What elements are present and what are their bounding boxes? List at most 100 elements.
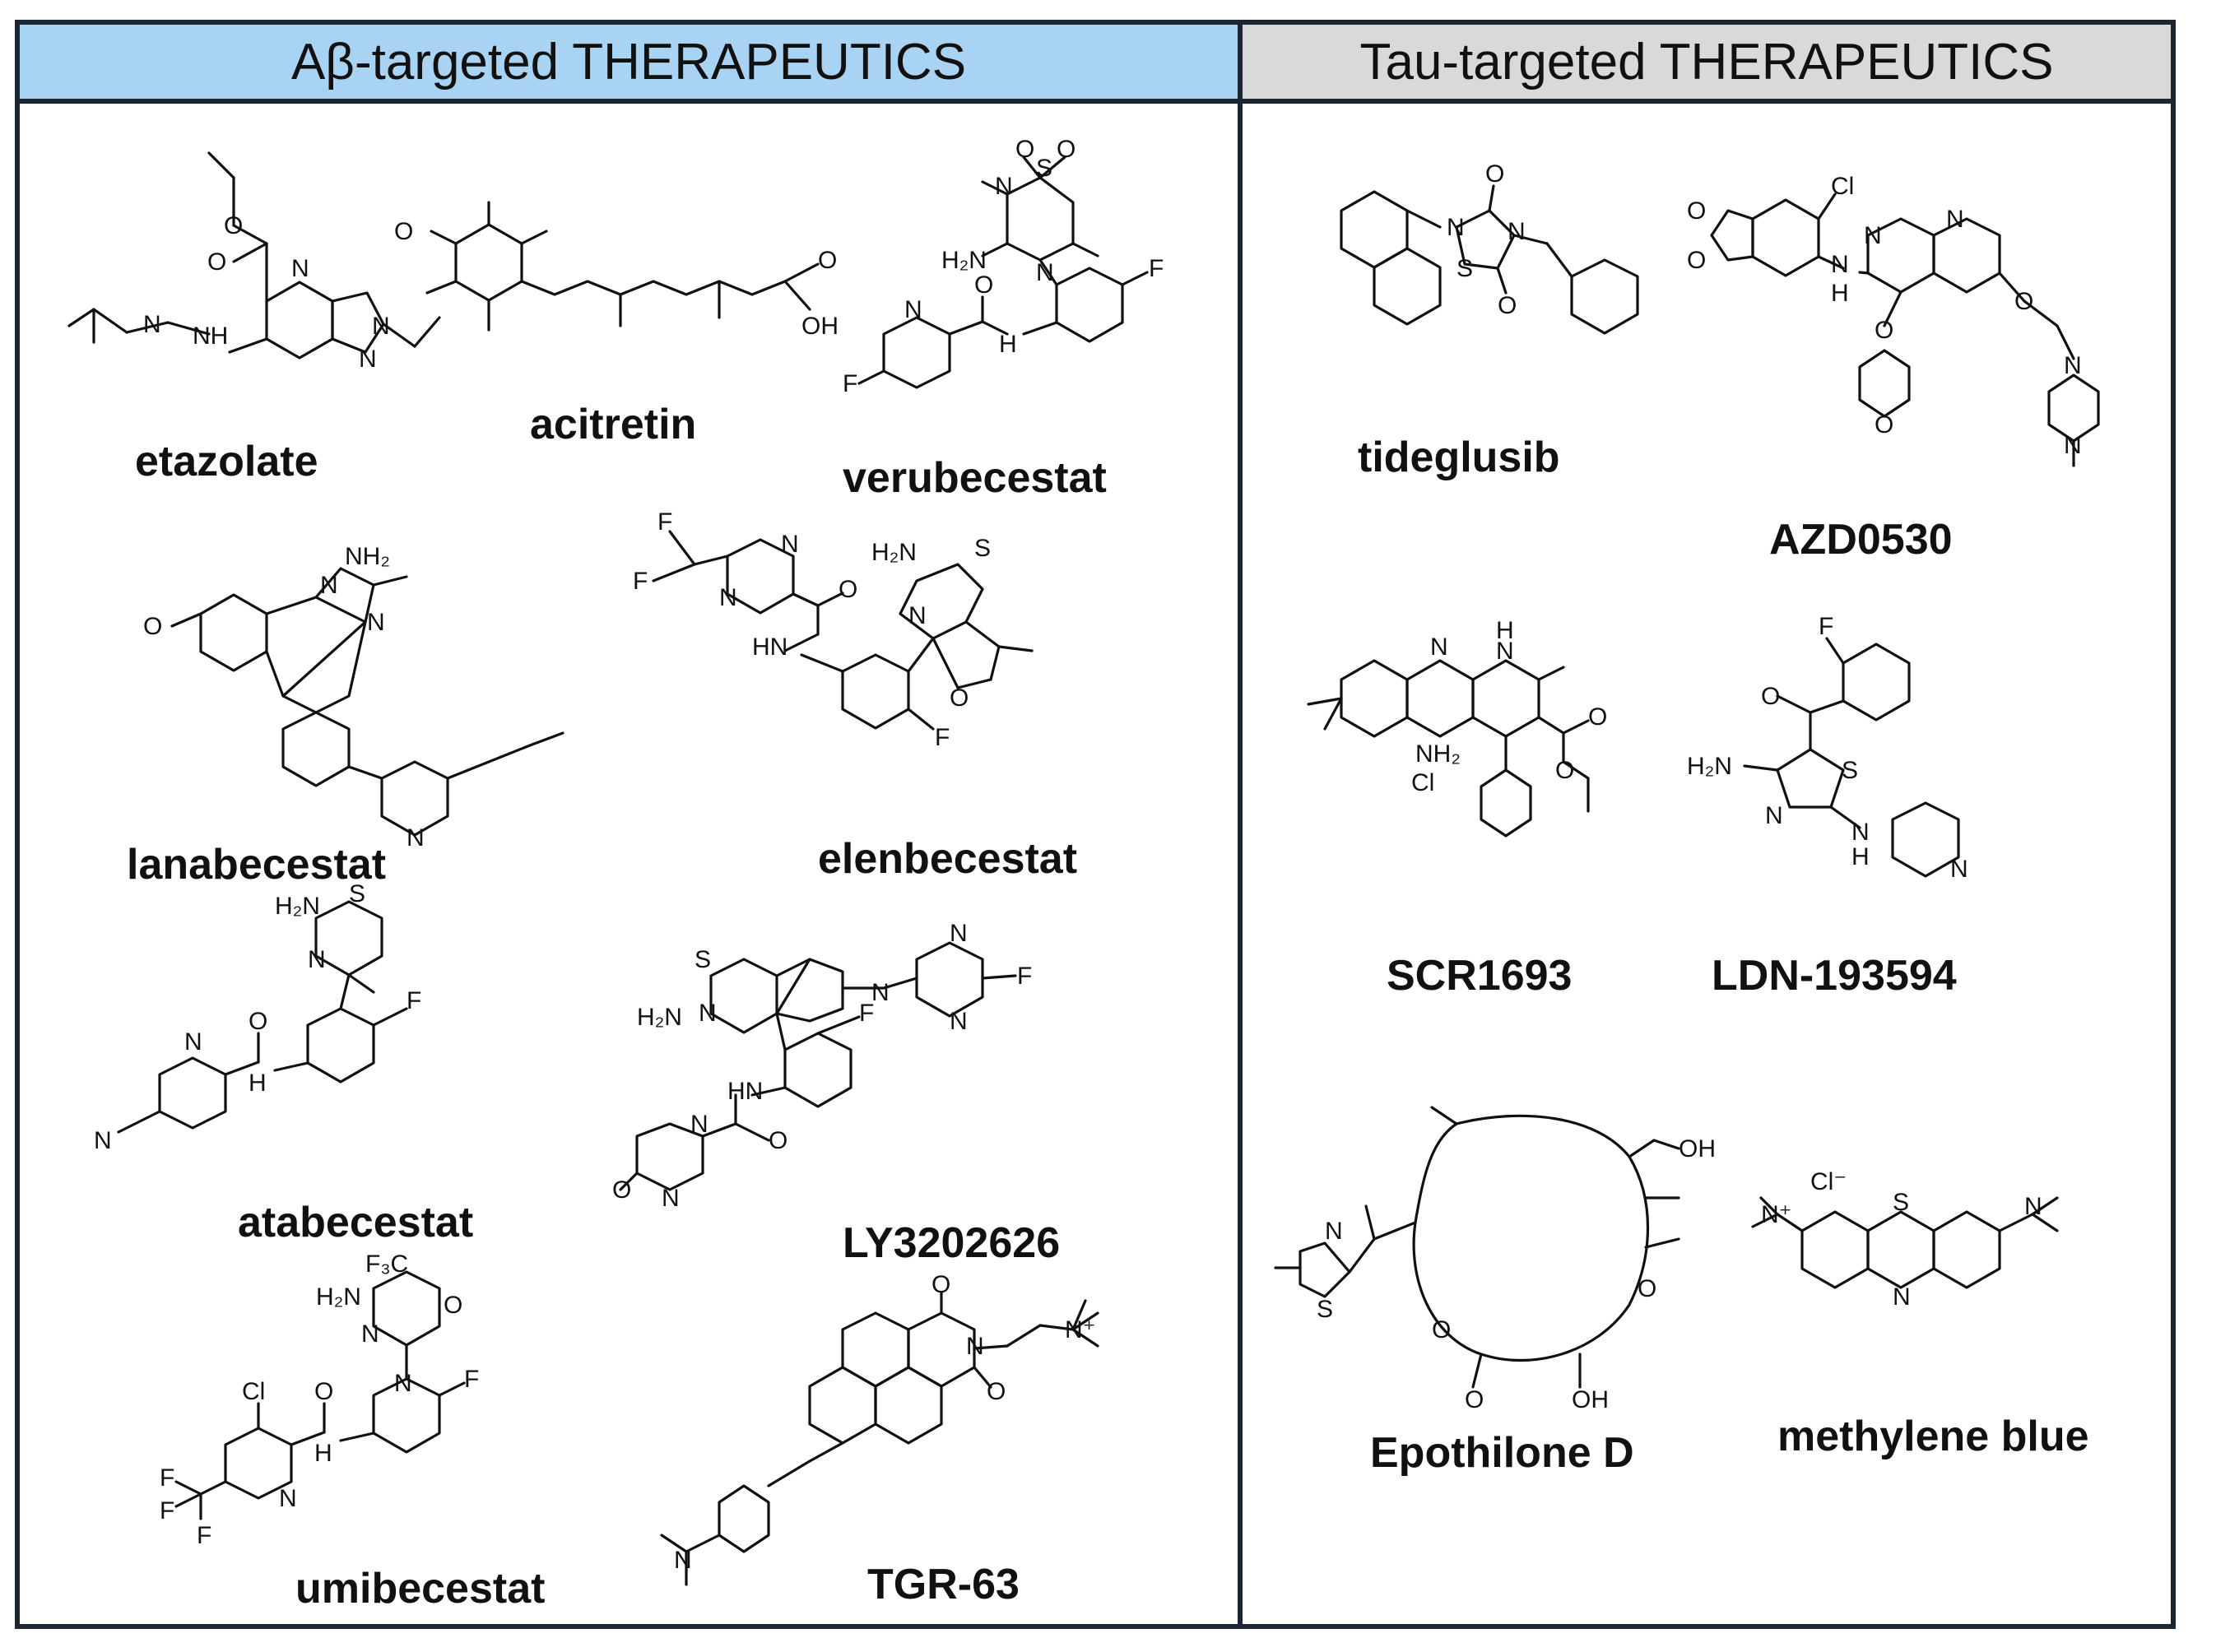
scr1693-n1: N xyxy=(1430,633,1448,661)
etazolate-o2: O xyxy=(207,248,226,276)
umibecestat-cl: Cl xyxy=(242,1378,265,1405)
methylene-blue-label: methylene blue xyxy=(1777,1413,2089,1460)
scr1693-h: H xyxy=(1496,617,1514,644)
ly3202626-o1: O xyxy=(769,1127,787,1154)
azd0530-structure: O O Cl N N N H O O O N N xyxy=(1687,173,2100,467)
umibecestat-h2n: H₂N xyxy=(316,1283,361,1311)
umibecestat-o: O xyxy=(444,1292,462,1319)
panel-divider xyxy=(1238,25,1243,1624)
azd0530-n4: N xyxy=(2064,352,2082,379)
epothilone-o1: O xyxy=(1638,1275,1656,1302)
scr1693-o1: O xyxy=(1588,703,1607,731)
etazolate-structure: O O N N N NH N xyxy=(67,151,441,373)
epothilone-o2: O xyxy=(1432,1316,1451,1343)
tgr63-n2: N⁺ xyxy=(1065,1316,1096,1343)
etazolate-n4: N xyxy=(143,311,161,338)
tideglusib-label: tideglusib xyxy=(1358,434,1560,481)
tideglusib-o2: O xyxy=(1498,292,1517,319)
umibecestat-structure: F₃C H₂N O N F N O H Cl N F F F xyxy=(160,1251,479,1549)
atabecestat-f: F xyxy=(407,987,421,1014)
umibecestat-n2: N xyxy=(394,1370,412,1397)
scr1693-label: SCR1693 xyxy=(1387,952,1573,1000)
verubecestat-n2: N xyxy=(1036,259,1054,286)
verubecestat-f2: F xyxy=(843,370,857,397)
atabecestat-h: H xyxy=(249,1070,267,1097)
umibecestat-h: H xyxy=(314,1440,332,1467)
acitretin-o2: O xyxy=(818,247,837,274)
ldn193594-n3: N xyxy=(1950,856,1968,883)
ldn193594-n2: N xyxy=(1851,819,1870,846)
ldn193594-h2n: H₂N xyxy=(1687,753,1732,780)
ly3202626-f2: F xyxy=(859,1000,874,1027)
atabecestat-h2n: H₂N xyxy=(275,893,320,920)
ldn193594-label: LDN-193594 xyxy=(1712,952,1957,1000)
tgr63-n1: N xyxy=(966,1333,984,1360)
verubecestat-f1: F xyxy=(1149,255,1164,282)
scr1693-structure: N H N O O NH₂ Cl xyxy=(1307,617,1607,838)
ldn193594-o: O xyxy=(1761,683,1780,710)
ldn193594-f: F xyxy=(1819,613,1833,640)
ly3202626-n2: N xyxy=(871,979,890,1006)
lanabecestat-label: lanabecestat xyxy=(127,841,387,889)
scr1693-o2: O xyxy=(1555,757,1574,784)
epothilone-s: S xyxy=(1317,1296,1333,1323)
ly3202626-label: LY3202626 xyxy=(843,1219,1061,1267)
ly3202626-h2n: H₂N xyxy=(637,1004,682,1031)
epothilone-o3: O xyxy=(1465,1386,1484,1413)
azd0530-h: H xyxy=(1831,280,1849,307)
ldn193594-structure: F O H₂N S N N H N xyxy=(1687,613,1968,883)
scr1693-cl: Cl xyxy=(1411,769,1434,796)
verubecestat-o2: O xyxy=(1057,136,1076,163)
azd0530-o3: O xyxy=(1875,317,1893,344)
azd0530-o4: O xyxy=(1875,411,1893,439)
elenbecestat-label: elenbecestat xyxy=(818,835,1078,883)
ldn193594-n1: N xyxy=(1765,802,1783,829)
atabecestat-structure: H₂N S N F O H N N xyxy=(94,880,421,1154)
umibecestat-f4: F xyxy=(197,1522,211,1549)
tgr63-label: TGR-63 xyxy=(867,1561,1020,1608)
umibecestat-label: umibecestat xyxy=(295,1565,546,1613)
tau-header: Tau-targeted THERAPEUTICS xyxy=(1243,25,2171,104)
elenbecestat-structure: F F N N O H₂N S N HN O F xyxy=(633,508,1034,751)
verubecestat-nh: H xyxy=(999,331,1017,358)
epothilone-d-label: Epothilone D xyxy=(1370,1429,1634,1477)
elenbecestat-o1: O xyxy=(839,576,857,603)
methylene-blue-s: S xyxy=(1893,1189,1909,1216)
abeta-panel: O O N N N NH N etazolate O O OH acitreti xyxy=(20,104,1238,1624)
tideglusib-n1: N xyxy=(1447,214,1465,241)
etazolate-n3: N xyxy=(359,346,377,373)
epothilone-oh1: OH xyxy=(1679,1135,1716,1162)
ldn193594-s: S xyxy=(1842,757,1858,784)
lanabecestat-n2: N xyxy=(367,609,385,636)
ly3202626-f1: F xyxy=(1017,963,1032,990)
ly3202626-n1: N xyxy=(699,1000,717,1027)
acitretin-label: acitretin xyxy=(530,401,697,448)
elenbecestat-f2: F xyxy=(633,568,648,595)
elenbecestat-s: S xyxy=(974,535,991,562)
verubecestat-s: S xyxy=(1036,155,1052,182)
umibecestat-n1: N xyxy=(361,1320,379,1348)
tgr63-structure: O N O N⁺ N xyxy=(660,1271,1099,1586)
elenbecestat-hn: HN xyxy=(752,633,787,661)
elenbecestat-n3: N xyxy=(908,602,927,629)
scr1693-n2: N xyxy=(1496,638,1514,665)
tgr63-n3: N xyxy=(674,1547,692,1574)
elenbecestat-h2n: H₂N xyxy=(871,539,917,566)
verubecestat-n3: N xyxy=(904,296,922,323)
methylene-blue-structure: N⁺ Cl⁻ S N N xyxy=(1751,1168,2059,1311)
azd0530-o5: O xyxy=(2014,288,2033,315)
methylene-blue-n3: N xyxy=(2024,1193,2042,1220)
acitretin-o1: O xyxy=(394,218,413,245)
epothilone-d-structure: OH O O O OH N S xyxy=(1274,1106,1716,1413)
lanabecestat-structure: O NH₂ N N N xyxy=(143,543,564,852)
tgr63-o1: O xyxy=(931,1271,950,1298)
atabecestat-label: atabecestat xyxy=(238,1199,474,1246)
umibecestat-f3c: F₃C xyxy=(365,1251,408,1278)
elenbecestat-n2: N xyxy=(719,584,737,611)
umibecestat-n3: N xyxy=(279,1485,297,1512)
atabecestat-n3: N xyxy=(94,1127,112,1154)
lanabecestat-n3: N xyxy=(407,824,425,852)
elenbecestat-f3: F xyxy=(935,724,950,751)
atabecestat-o: O xyxy=(249,1008,267,1035)
lanabecestat-nh2: NH₂ xyxy=(345,543,390,570)
